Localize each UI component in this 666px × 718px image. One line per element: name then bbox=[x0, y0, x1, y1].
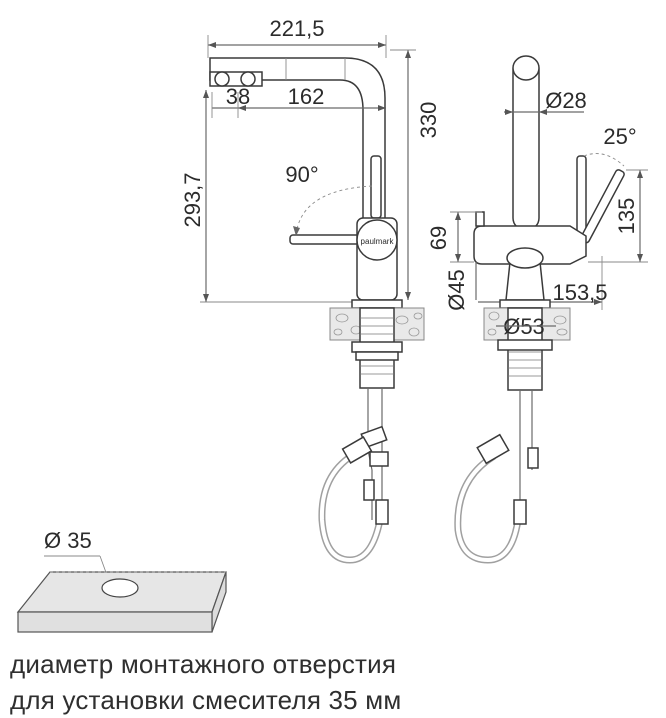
height-dimension: 330 bbox=[416, 102, 441, 139]
reach-dimension: 162 bbox=[288, 84, 325, 109]
spout-height-dimension: 293,7 bbox=[180, 172, 205, 227]
side-view: Ø28 25° 135 69 Ø45 153,5 bbox=[426, 55, 648, 564]
lever-base-height: 69 bbox=[426, 226, 451, 250]
base-diameter: Ø45 bbox=[444, 269, 469, 311]
brand-logo: paulmark bbox=[361, 237, 395, 246]
mounting-hole bbox=[101, 578, 139, 598]
rotation-angle: 90° bbox=[285, 162, 318, 187]
lever-handle bbox=[370, 155, 382, 219]
caption-line-2: для установки смесителя 35 мм bbox=[10, 685, 402, 715]
front-view: 221,5 38 162 330 293,7 90° bbox=[180, 16, 441, 564]
side-spout bbox=[512, 57, 540, 231]
hole-detail: Ø 35 bbox=[16, 528, 227, 633]
width-dimension: 221,5 bbox=[269, 16, 324, 41]
caption-line-1: диаметр монтажного отверстия bbox=[10, 649, 397, 679]
lever-angle: 25° bbox=[603, 124, 636, 149]
hole-diameter: Ø 35 bbox=[44, 528, 92, 553]
depth-dimension: 153,5 bbox=[552, 280, 607, 305]
spout-diameter: Ø28 bbox=[545, 88, 587, 113]
spray-dimension: 38 bbox=[226, 84, 250, 109]
lever-height: 135 bbox=[614, 198, 639, 235]
side-lever-upright bbox=[576, 155, 587, 241]
